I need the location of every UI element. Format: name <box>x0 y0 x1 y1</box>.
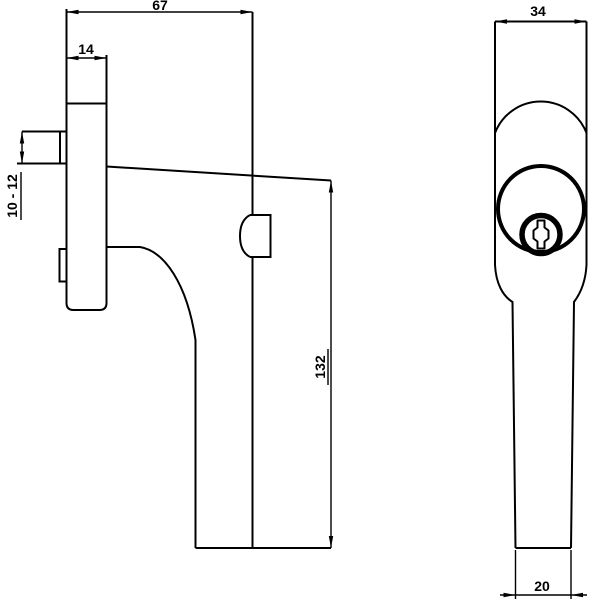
dim-label-34: 34 <box>530 3 546 19</box>
dimension-handle-width <box>495 19 587 24</box>
dimension-spindle-length <box>19 131 25 220</box>
rosette-ring <box>496 164 586 254</box>
dimension-grip-width <box>500 550 587 599</box>
dimension-labels: 67 14 10 - 12 132 34 20 <box>4 0 550 594</box>
dim-10-12-arrow-bottom <box>19 151 25 164</box>
dim-label-67: 67 <box>152 0 168 13</box>
dim-20-arrow-left <box>503 592 516 598</box>
side-view-outline <box>17 9 332 549</box>
dimension-rosette-thickness <box>66 55 108 104</box>
lock-bump <box>250 214 272 258</box>
keyhole-profile <box>532 219 550 250</box>
dim-label-132: 132 <box>312 355 328 379</box>
dim-20-arrow-right <box>571 592 583 598</box>
side-view <box>17 9 334 549</box>
dim-132-arrow-top <box>328 180 334 193</box>
dim-67-arrow-right <box>240 9 253 15</box>
dim-34-arrow-left <box>495 19 507 24</box>
front-right-edge <box>570 21 588 549</box>
front-left-edge <box>494 21 517 549</box>
cap-dome-arc <box>494 100 588 134</box>
front-view-outline <box>494 20 588 549</box>
lock-bump-arc <box>238 214 251 258</box>
dim-10-12-arrow-top <box>19 131 25 144</box>
rosette-profile <box>65 9 108 311</box>
dim-label-10-12: 10 - 12 <box>4 174 20 218</box>
dim-label-20: 20 <box>534 578 550 594</box>
dim-132-arrow-bottom <box>328 536 334 548</box>
dimension-total-depth <box>66 9 253 15</box>
lock-cylinder-ring <box>519 212 563 257</box>
neck-top-edge <box>106 165 332 182</box>
front-view <box>494 19 588 599</box>
dim-14-arrow-right <box>94 55 107 61</box>
dim-label-14: 14 <box>78 41 94 57</box>
neck-curve-grip-left <box>106 246 197 548</box>
dim-14-arrow-left <box>66 55 79 61</box>
rosette-clip-tab <box>58 248 67 283</box>
dimension-handle-length <box>327 180 334 548</box>
dim-67-arrow-left <box>66 9 79 15</box>
dim-34-arrow-right <box>574 19 587 24</box>
